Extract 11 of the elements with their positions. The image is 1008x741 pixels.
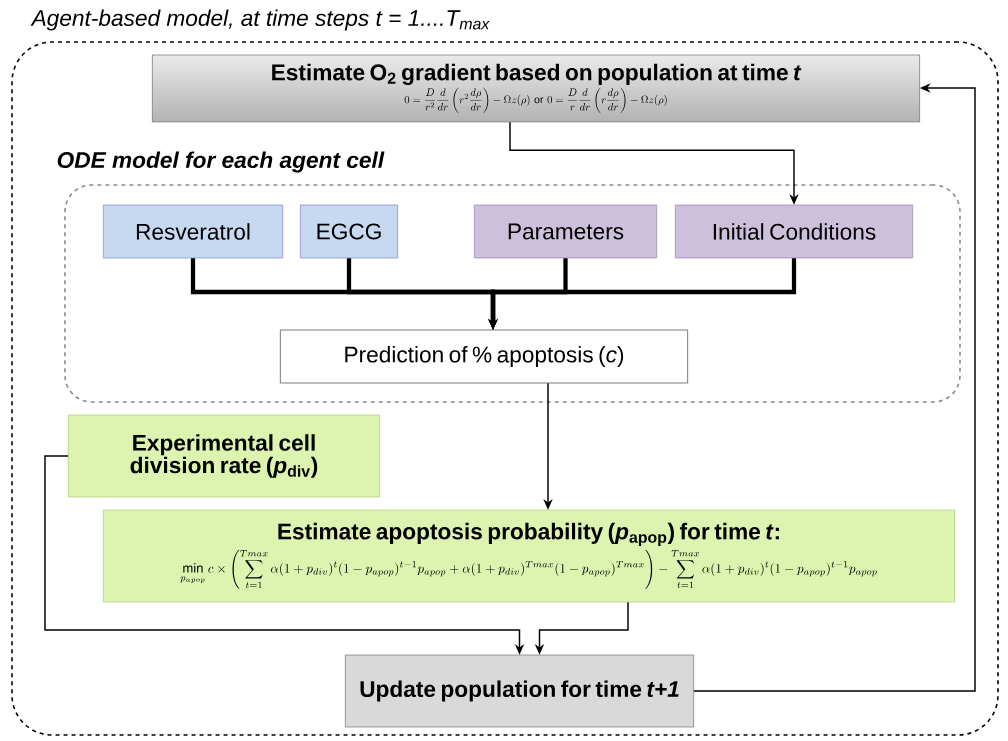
result-box: Prediction of % apoptosis (c) (280, 329, 688, 384)
region-title: ODE model for each agent cell (57, 151, 385, 173)
process-box: Estimate O$_{2}$ gradient based on population at time t $0 = \frac{D}{r^2}\frac{d}{dr}\left(r^2\frac{d\rho}{dr}\right) - \Omega z(\rho) \text{ or } 0 = \frac{D}{r}\frac{d}{dr}\left(r\frac{d\rho}{dr}\right) - \Omega z(\rho)$ (152, 54, 920, 123)
region-title: Agent-based model, at time steps t = 1....T$_{max}$ (30, 9, 490, 31)
process-box: Estimate apoptosis probability (p$_{apop}$) for time t: $\min_{p_{apop}} c \times \left( \sum_{t=1}^{Tmax} \alpha(1+p_{div})^{t}(1-p_{apop})^{t-1}p_{apop} + \alpha(1+p_{div})^{Tmax}(1-p_{apop})^{Tmax} \right) - \sum_{t=1}^{Tmax} \alpha(1+p_{div})^{t}(1-p_{apop})^{t-1}p_{apop}$ (103, 509, 955, 603)
input-box: EGCG (300, 204, 398, 259)
process-box: Update population for time t+1 (345, 654, 694, 728)
process-box: Experimental cell division rate (p$_{div}$) (68, 414, 380, 498)
input-box: Resveratrol (103, 204, 283, 259)
input-box: Parameters (474, 204, 657, 259)
input-box: Initial Conditions (675, 204, 913, 259)
